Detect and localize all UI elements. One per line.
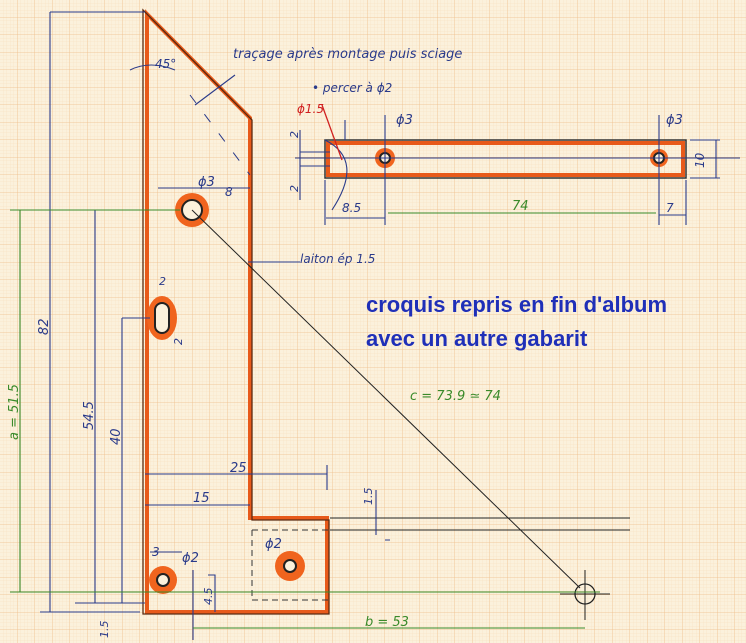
arm-hole-left-label: ϕ3 [396,113,413,128]
hole-left-offset: 3 [152,545,160,559]
a-label: a = 51.5 [7,384,22,440]
main-hole-label: ϕ3 [198,175,215,190]
arm-offset-bottom: 2 [288,185,301,192]
arm-right-dist: 7 [666,201,674,215]
w25-label: 25 [230,461,247,476]
hole-bottom-right [275,551,305,581]
bottom-offset-label: 1.5 [98,621,111,639]
total-height-label: 82 [37,318,52,335]
arm-hole-right-label: ϕ3 [666,113,683,128]
arm-part [295,104,740,225]
hypotenuse-line [191,209,581,589]
b-label: b = 53 [365,615,409,630]
hole-right-label: ϕ2 [265,537,282,552]
bracket-part [142,8,330,615]
sketch-note-line2: avec un autre gabarit [366,326,588,351]
h54-label: 54.5 [82,401,97,430]
tracing-note: traçage après montage puis sciage [233,47,462,62]
slot-width: 2 [159,275,166,288]
sketch-note-line1: croquis repris en fin d'album [366,292,667,317]
main-hole-dist: 8 [225,185,233,199]
drill-note: • percer à ϕ2 [312,81,392,95]
step-label: 1.5 [362,488,375,506]
material-note: laiton ép 1.5 [300,252,375,266]
arm-center-dist: 74 [512,199,529,214]
arm-left-dist: 8.5 [342,201,361,215]
slot-len: 2 [172,338,185,345]
hole-bottom-left [149,566,177,594]
h40-label: 40 [109,428,124,445]
angle-label: 45° [155,57,176,71]
hypotenuse-label: c = 73.9 ≃ 74 [410,389,501,404]
hole-left-label: ϕ2 [182,551,199,566]
w15-label: 15 [193,491,210,506]
drill-red-note: ϕ1.5 [297,102,324,116]
arm-width-label: 10 [693,152,707,168]
dimension-lines [10,11,600,640]
slot [147,296,177,340]
hole-height-label: 4.5 [202,588,215,606]
arm-offset-top: 2 [288,131,301,138]
